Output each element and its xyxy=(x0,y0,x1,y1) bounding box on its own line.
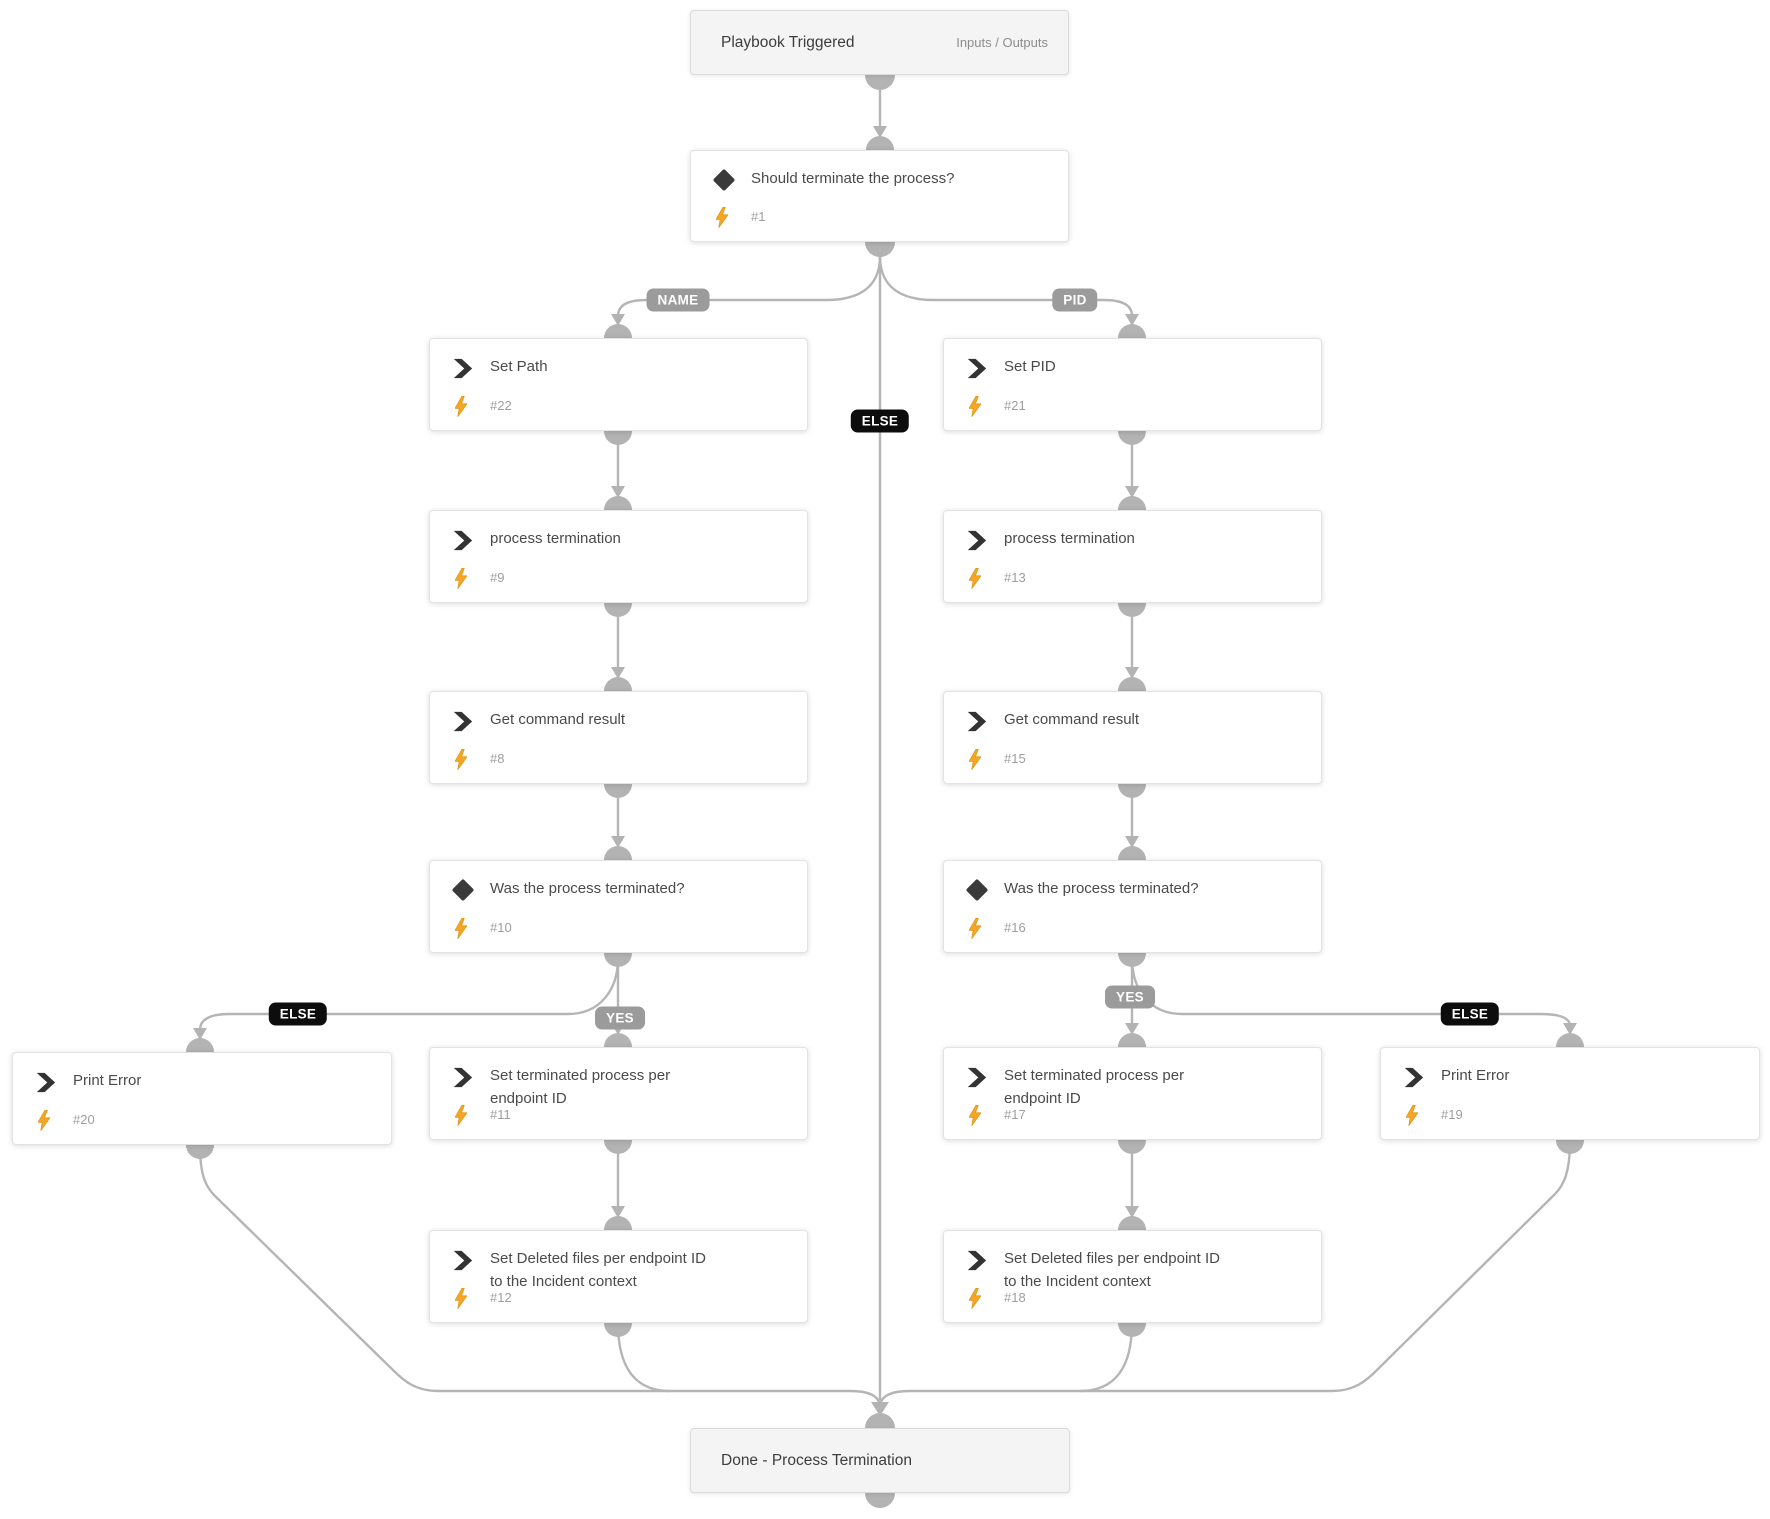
branch-label-yes-5: YES xyxy=(1105,985,1155,1009)
bolt-icon xyxy=(969,1288,981,1309)
edge-path xyxy=(198,1143,882,1406)
node-title: Set Deleted files per endpoint ID to the… xyxy=(1004,1250,1220,1290)
bolt-icon xyxy=(38,1110,50,1131)
edge-path xyxy=(616,254,882,318)
node-title: process termination xyxy=(1004,530,1135,547)
task-chevron-icon xyxy=(36,1072,56,1093)
edge-arrowheads xyxy=(193,126,1577,1416)
bolt-icon xyxy=(969,568,981,589)
task-node-15[interactable]: Get command result #15 xyxy=(943,691,1322,784)
branch-label-else-2: ELSE xyxy=(850,409,910,433)
condition-node-1[interactable]: Should terminate the process? #1 xyxy=(690,150,1069,242)
task-number: #22 xyxy=(490,398,512,413)
task-node-9[interactable]: process termination #9 xyxy=(429,510,808,603)
task-node-18[interactable]: Set Deleted files per endpoint ID to the… xyxy=(943,1230,1322,1323)
node-title: process termination xyxy=(490,530,621,547)
condition-diamond-icon xyxy=(965,878,989,902)
task-number: #16 xyxy=(1004,920,1026,935)
node-title: Get command result xyxy=(1004,711,1140,728)
condition-node-10[interactable]: Was the process terminated? #10 xyxy=(429,860,808,953)
bolt-icon xyxy=(455,568,467,589)
node-title: Set terminated process per endpoint ID xyxy=(490,1067,671,1107)
branch-label-else-3: ELSE xyxy=(268,1002,328,1026)
edge-path xyxy=(198,956,620,1032)
node-title: Print Error xyxy=(73,1072,142,1089)
inputs-outputs-link[interactable]: Inputs / Outputs xyxy=(956,35,1048,50)
task-number: #12 xyxy=(490,1290,512,1305)
task-number: #17 xyxy=(1004,1107,1026,1122)
branch-label-yes-4: YES xyxy=(595,1006,645,1030)
edge-path xyxy=(878,254,1134,318)
task-chevron-icon xyxy=(967,530,987,551)
branch-label-name-0: NAME xyxy=(646,288,710,312)
task-node-20[interactable]: Print Error #20 xyxy=(12,1052,392,1145)
task-chevron-icon xyxy=(453,1067,473,1088)
task-number: #1 xyxy=(751,209,766,224)
condition-diamond-icon xyxy=(451,878,475,902)
task-chevron-icon xyxy=(967,711,987,732)
edge-path xyxy=(878,1138,1572,1406)
bolt-icon xyxy=(969,918,981,939)
task-node-13[interactable]: process termination #13 xyxy=(943,510,1322,603)
node-title: Should terminate the process? xyxy=(751,170,955,187)
condition-node-16[interactable]: Was the process terminated? #16 xyxy=(943,860,1322,953)
task-number: #9 xyxy=(490,570,505,585)
branch-label-else-6: ELSE xyxy=(1440,1002,1500,1026)
bolt-icon xyxy=(455,1288,467,1309)
bolt-icon xyxy=(455,749,467,770)
task-number: #10 xyxy=(490,920,512,935)
bolt-icon xyxy=(455,918,467,939)
task-chevron-icon xyxy=(967,358,987,379)
branch-label-pid-1: PID xyxy=(1052,288,1098,312)
bolt-icon xyxy=(455,396,467,417)
bolt-icon xyxy=(969,749,981,770)
node-title: Was the process terminated? xyxy=(490,880,685,897)
task-number: #19 xyxy=(1441,1107,1463,1122)
bolt-icon xyxy=(969,396,981,417)
edge-lines xyxy=(198,73,1572,1406)
task-node-12[interactable]: Set Deleted files per endpoint ID to the… xyxy=(429,1230,808,1323)
task-node-11[interactable]: Set terminated process per endpoint ID#1… xyxy=(429,1047,808,1140)
bolt-icon xyxy=(455,1105,467,1126)
task-node-19[interactable]: Print Error #19 xyxy=(1380,1047,1760,1140)
task-chevron-icon xyxy=(453,1250,473,1271)
task-chevron-icon xyxy=(453,358,473,379)
task-number: #15 xyxy=(1004,751,1026,766)
task-chevron-icon xyxy=(1404,1067,1424,1088)
bolt-icon xyxy=(716,207,728,228)
task-number: #8 xyxy=(490,751,505,766)
task-number: #18 xyxy=(1004,1290,1026,1305)
node-title: Get command result xyxy=(490,711,626,728)
node-title: Set PID xyxy=(1004,358,1056,375)
task-node-17[interactable]: Set terminated process per endpoint ID#1… xyxy=(943,1047,1322,1140)
node-title: Was the process terminated? xyxy=(1004,880,1199,897)
task-chevron-icon xyxy=(967,1250,987,1271)
connector-domes xyxy=(186,75,1584,1508)
task-node-8[interactable]: Get command result #8 xyxy=(429,691,808,784)
node-title: Set Deleted files per endpoint ID to the… xyxy=(490,1250,706,1290)
task-number: #13 xyxy=(1004,570,1026,585)
task-chevron-icon xyxy=(453,711,473,732)
condition-diamond-icon xyxy=(712,168,736,192)
terminal-title: Done - Process Termination xyxy=(721,1451,912,1469)
task-chevron-icon xyxy=(453,530,473,551)
edge-path xyxy=(1130,956,1572,1028)
terminal-title: Playbook Triggered xyxy=(721,33,855,51)
bolt-icon xyxy=(1406,1105,1418,1126)
task-node-21[interactable]: Set PID #21 xyxy=(943,338,1322,431)
node-title: Set terminated process per endpoint ID xyxy=(1004,1067,1185,1107)
task-number: #20 xyxy=(73,1112,95,1127)
start-node[interactable]: Playbook Triggered Inputs / Outputs xyxy=(690,10,1069,75)
task-number: #21 xyxy=(1004,398,1026,413)
node-title: Print Error xyxy=(1441,1067,1510,1084)
bolt-icon xyxy=(969,1105,981,1126)
task-chevron-icon xyxy=(967,1067,987,1088)
task-number: #11 xyxy=(490,1107,511,1122)
node-title: Set Path xyxy=(490,358,548,375)
task-node-22[interactable]: Set Path #22 xyxy=(429,338,808,431)
end-node[interactable]: Done - Process Termination xyxy=(690,1428,1070,1493)
